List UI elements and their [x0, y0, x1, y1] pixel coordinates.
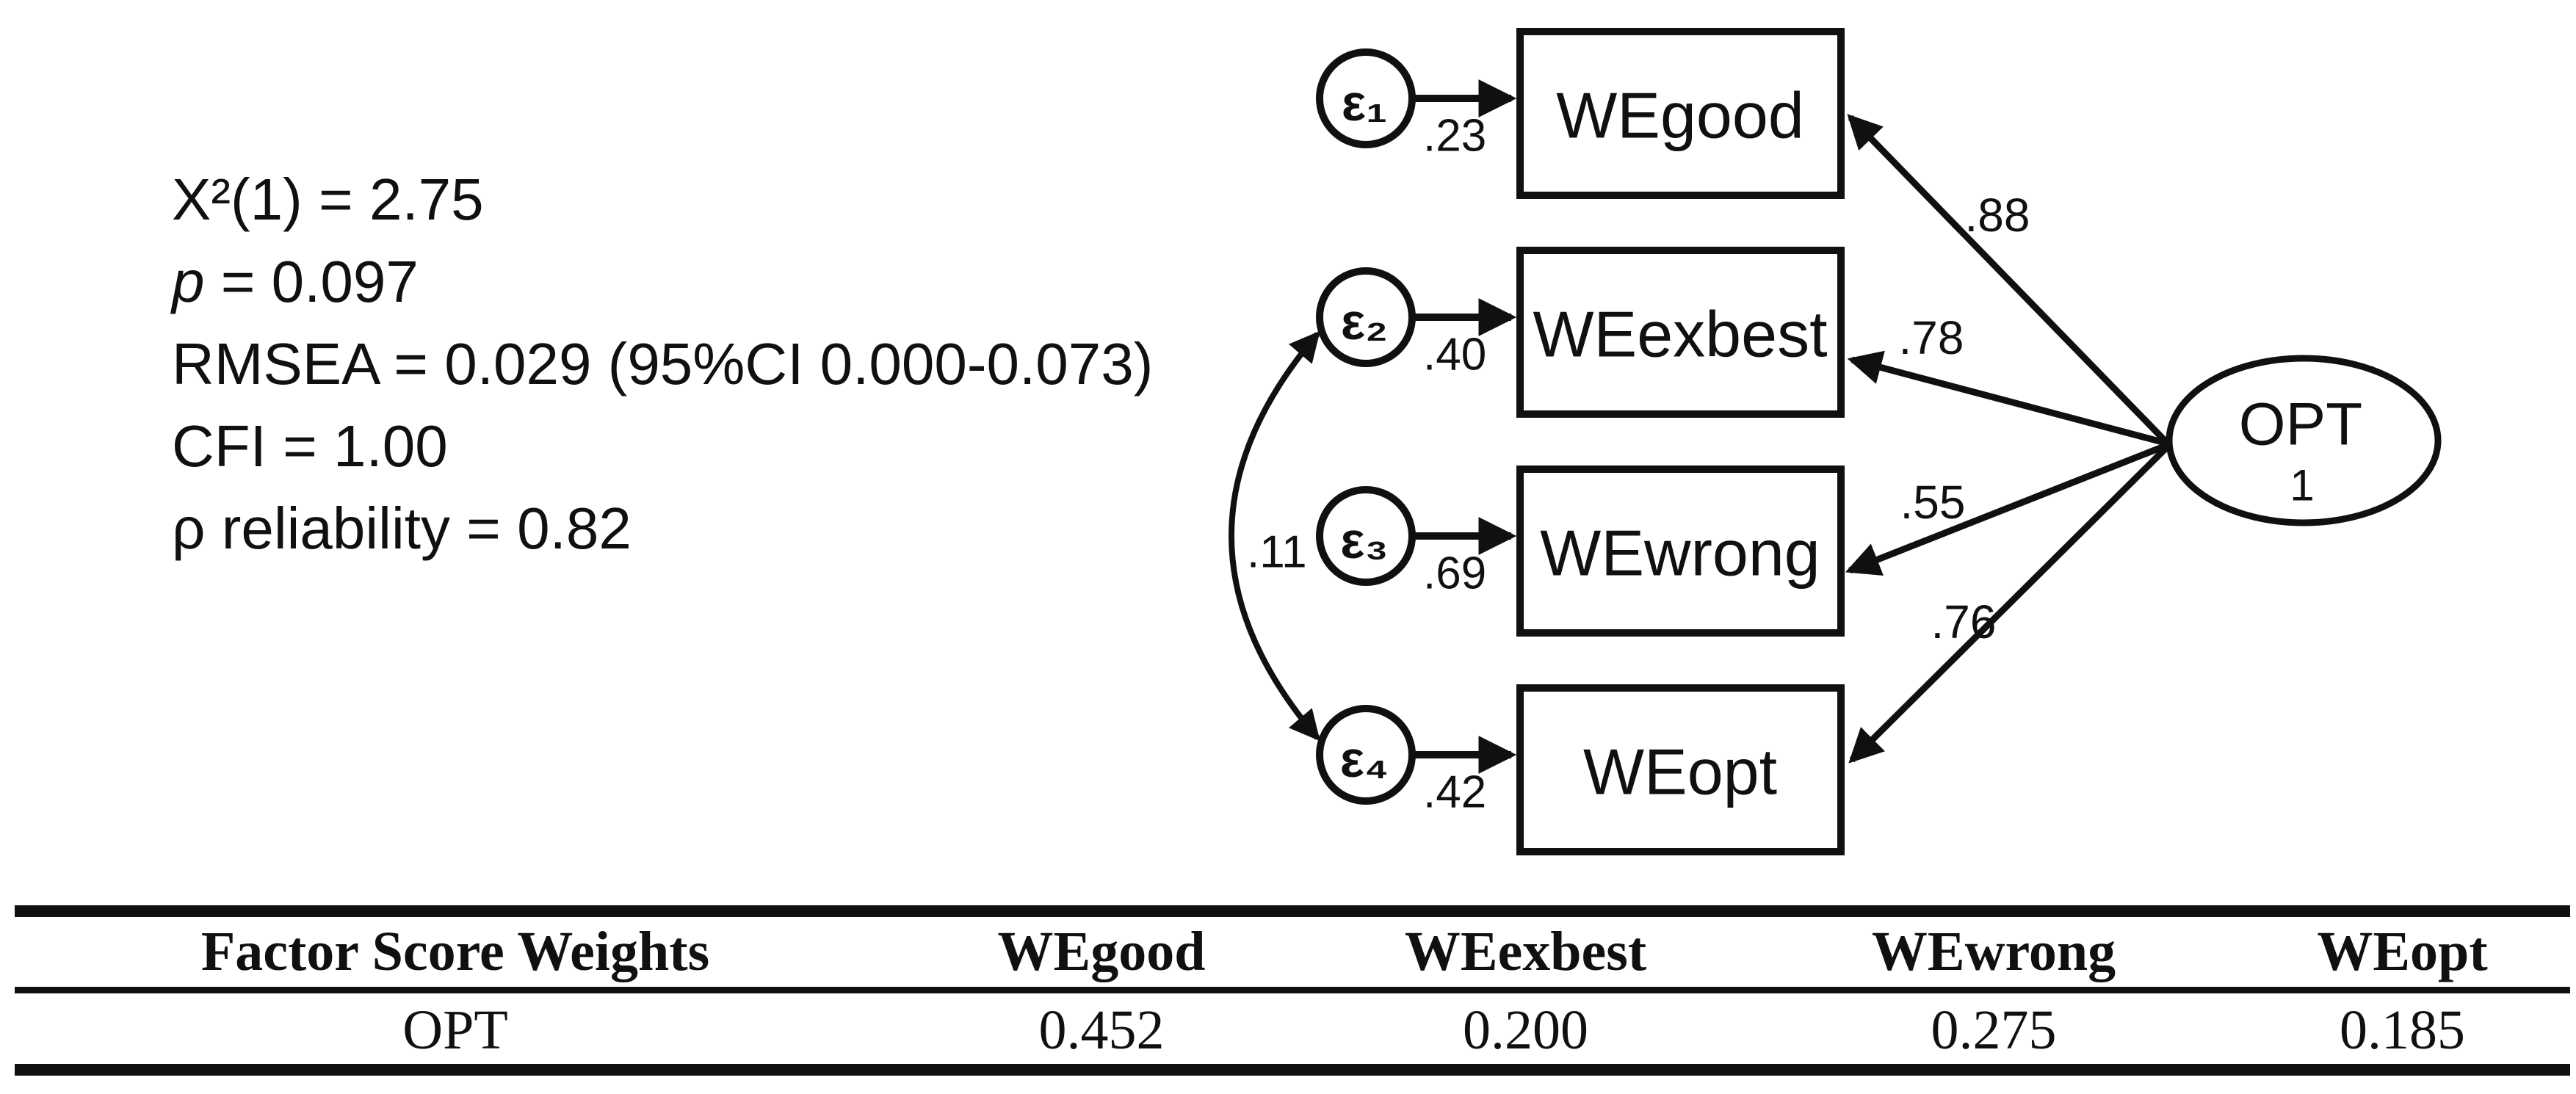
p-symbol: p [172, 249, 205, 314]
loading-arrow-weopt [1848, 443, 2171, 764]
indicator-label-weopt: WEopt [1583, 736, 1777, 808]
table-header-weopt: WEopt [2317, 920, 2488, 982]
table-header-factor-score-weights: Factor Score Weights [200, 920, 710, 982]
indicator-box-wewrong [1516, 466, 1845, 637]
table-header-row: Factor Score Weights WEgood WEexbest WEw… [0, 916, 2576, 987]
fit-statistics-block: X²(1) = 2.75 p = 0.097 RMSEA = 0.029 (95… [172, 159, 1153, 570]
cfi-stat: CFI = 1.00 [172, 413, 448, 479]
loading-arrow-wewrong [1845, 441, 2169, 576]
indicator-label-wegood: WEgood [1556, 79, 1804, 152]
table-mid-rule [15, 987, 2570, 993]
loading-value-weexbest: .78 [1899, 311, 1964, 364]
error-variance-e2: .40 [1423, 330, 1486, 380]
p-value-stat: p = 0.097 [172, 241, 1153, 323]
latent-variance-opt: 1 [2290, 461, 2314, 510]
table-header-weexbest: WEexbest [1404, 920, 1647, 982]
indicator-label-wewrong: WEwrong [1540, 517, 1820, 590]
table-cell-wegood: 0.452 [1038, 999, 1165, 1061]
covariance-value: .11 [1247, 527, 1307, 578]
indicator-box-weopt [1516, 684, 1845, 855]
table-top-rule [15, 905, 2570, 917]
table-cell-weopt: 0.185 [2340, 999, 2465, 1061]
latent-ellipse-opt [2166, 355, 2442, 526]
p-value: = 0.097 [204, 249, 419, 314]
table-row: OPT 0.452 0.200 0.275 0.185 [0, 995, 2576, 1065]
indicator-label-weexbest: WEexbest [1533, 298, 1827, 371]
rmsea-stat: RMSEA = 0.029 (95%CI 0.000-0.073) [172, 331, 1154, 396]
table-header-wewrong: WEwrong [1871, 920, 2116, 982]
error-circle-e4 [1316, 705, 1416, 805]
indicator-box-weexbest [1516, 247, 1845, 418]
error-label-e1: ε₁ [1342, 74, 1387, 131]
error-circle-e3 [1316, 486, 1416, 586]
loading-arrow-weexbest [1847, 350, 2169, 447]
covariance-arrow-e2-e4 [1229, 330, 1320, 742]
loading-value-wegood: .88 [1965, 189, 2030, 242]
table-bottom-rule [15, 1064, 2570, 1076]
path-diagram: .11 .88 .78 .55 .76 ε₁ .23 ε₂ .40 ε₃ .69… [1229, 28, 2442, 855]
error-variance-e3: .69 [1423, 548, 1486, 599]
indicator-box-wegood [1516, 28, 1845, 199]
error-label-e3: ε₃ [1340, 512, 1389, 569]
error-circle-e1 [1316, 48, 1416, 148]
table-header-wegood: WEgood [997, 920, 1206, 982]
loading-value-weopt: .76 [1931, 595, 1997, 648]
latent-label-opt: OPT [2239, 391, 2363, 458]
rho-reliability-stat: ρ reliability = 0.82 [172, 496, 632, 561]
error-variance-e4: .42 [1423, 767, 1486, 818]
table-row-label-opt: OPT [402, 999, 508, 1061]
table-cell-wewrong: 0.275 [1931, 999, 2057, 1061]
chi-square-stat: X²(1) = 2.75 [172, 167, 484, 232]
error-label-e4: ε₄ [1340, 731, 1389, 788]
loading-arrow-wegood [1847, 114, 2171, 446]
error-label-e2: ε₂ [1341, 293, 1388, 350]
error-variance-e1: .23 [1423, 111, 1486, 162]
error-circle-e2 [1316, 267, 1416, 367]
table-cell-weexbest: 0.200 [1463, 999, 1588, 1061]
loading-value-wewrong: .55 [1900, 476, 1966, 529]
